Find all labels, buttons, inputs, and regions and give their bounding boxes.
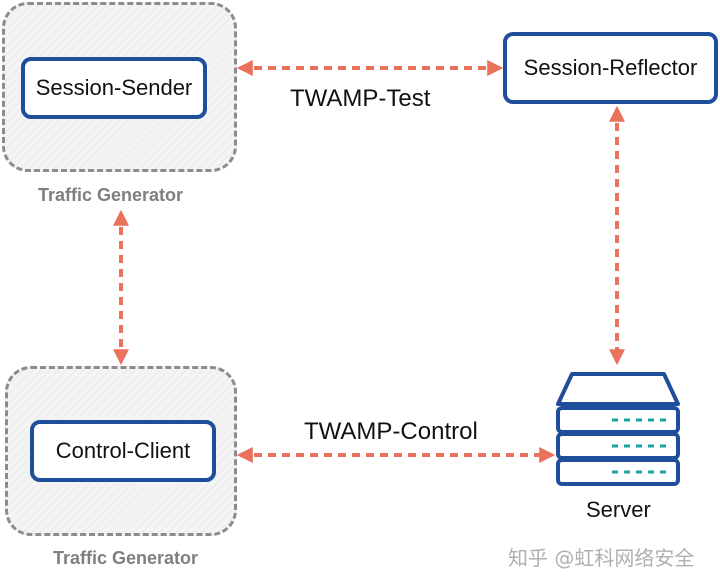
watermark: 知乎 @虹科网络安全	[508, 546, 695, 570]
twamp-control-label: TWAMP-Control	[304, 418, 478, 445]
session-reflector-box: Session-Reflector	[503, 32, 718, 104]
traffic-generator-label-bottom: Traffic Generator	[53, 548, 199, 568]
session-sender-box: Session-Sender	[21, 57, 207, 119]
traffic-generator-label-top: Traffic Generator	[38, 185, 184, 205]
server-label: Server	[586, 497, 651, 522]
server-icon	[556, 372, 680, 486]
twamp-test-label: TWAMP-Test	[290, 85, 431, 112]
control-client-box: Control-Client	[30, 420, 216, 482]
